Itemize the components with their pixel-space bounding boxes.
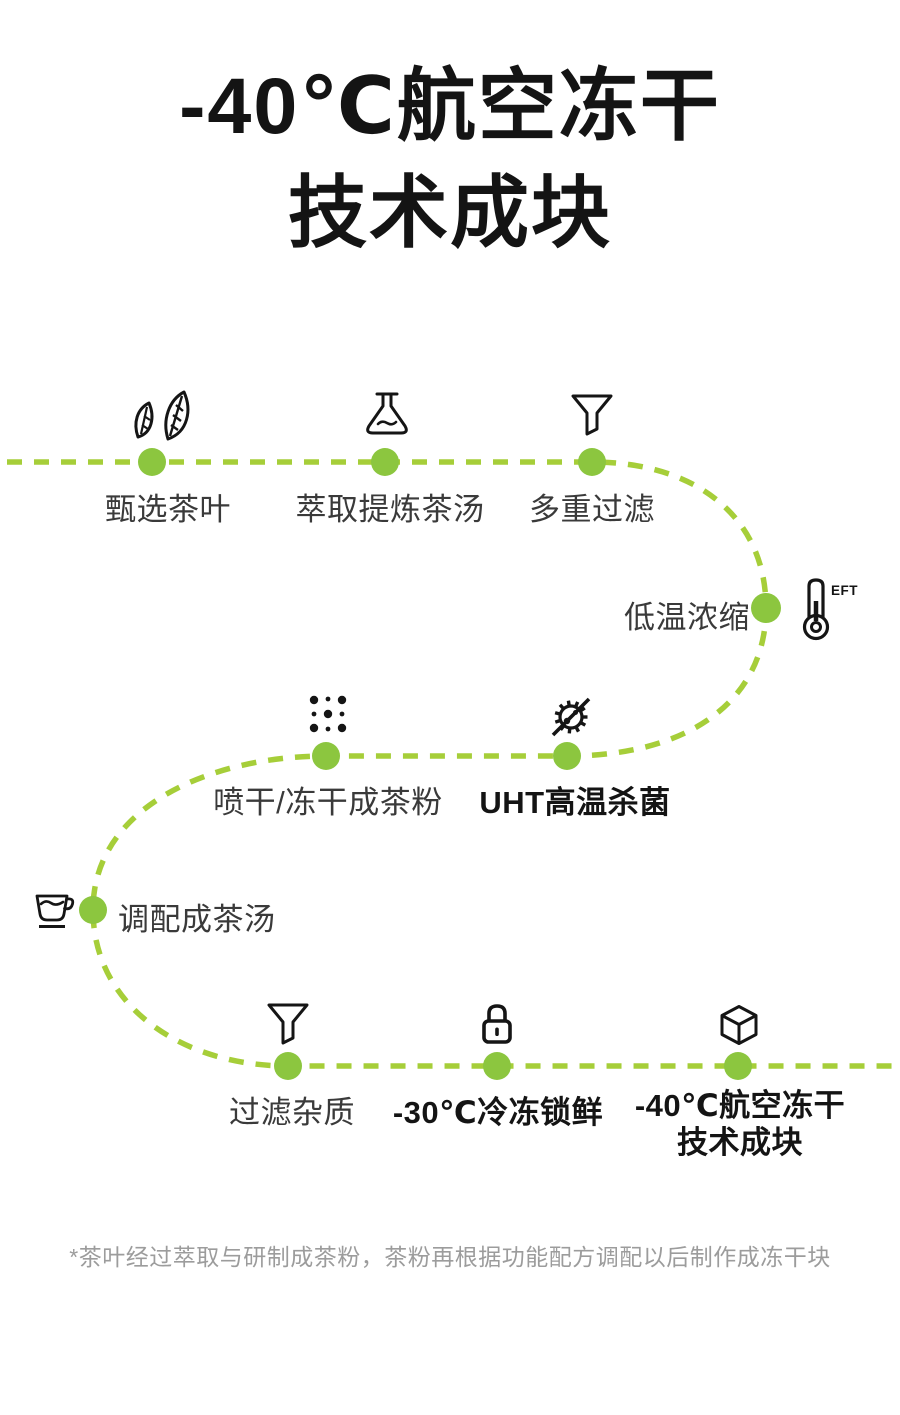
- powder-dots-icon: [309, 695, 347, 733]
- step-label-aero-freeze-dry: -40℃航空冻干 技术成块: [635, 1087, 845, 1161]
- node-dot: [312, 742, 340, 770]
- node-dot: [578, 448, 606, 476]
- node-dot: [724, 1052, 752, 1080]
- eft-badge: EFT: [831, 583, 858, 598]
- step-label-filter-impurities: 过滤杂质: [229, 1095, 355, 1130]
- step-label-low-temp-concentrate: 低温浓缩: [624, 600, 750, 635]
- node-dot: [483, 1052, 511, 1080]
- funnel-icon: [267, 1003, 309, 1045]
- flask-icon: [366, 392, 408, 435]
- step-label-freeze-lock: -30℃冷冻锁鲜: [392, 1095, 604, 1130]
- node-dot: [79, 896, 107, 924]
- node-dot: [138, 448, 166, 476]
- lock-icon: [482, 1004, 512, 1044]
- cube-icon: [720, 1005, 758, 1045]
- teacup-icon: [35, 894, 75, 928]
- page-title: -40℃航空冻干 技术成块: [0, 52, 900, 266]
- thermometer-icon: [802, 578, 830, 641]
- step-label-uht-sterilize: UHT高温杀菌: [479, 785, 671, 820]
- step-label-aero-freeze-dry-line1: -40℃航空冻干: [634, 1088, 846, 1123]
- node-dot: [274, 1052, 302, 1080]
- footnote: *茶叶经过萃取与研制成茶粉，茶粉再根据功能配方调配以后制作成冻干块: [69, 1244, 831, 1270]
- tea-leaves-icon: [134, 390, 190, 441]
- page-title-line2: 技术成块: [288, 168, 612, 257]
- node-dot: [751, 593, 781, 623]
- step-label-extract-tea: 萃取提炼茶汤: [295, 492, 485, 527]
- funnel-icon: [571, 394, 613, 436]
- no-germ-icon: [551, 697, 591, 737]
- step-label-spray-freeze-dry: 喷干/冻干成茶粉: [213, 785, 443, 820]
- step-label-select-tea: 甄选茶叶: [105, 492, 231, 527]
- page-title-line1: -40℃航空冻干: [179, 61, 721, 150]
- step-label-blend-tea-soup: 调配成茶汤: [118, 902, 276, 937]
- step-label-aero-freeze-dry-line2: 技术成块: [677, 1125, 803, 1160]
- node-dot: [371, 448, 399, 476]
- dashed-route-path: [0, 459, 900, 1069]
- step-label-multi-filter: 多重过滤: [529, 492, 655, 527]
- node-dot: [553, 742, 581, 770]
